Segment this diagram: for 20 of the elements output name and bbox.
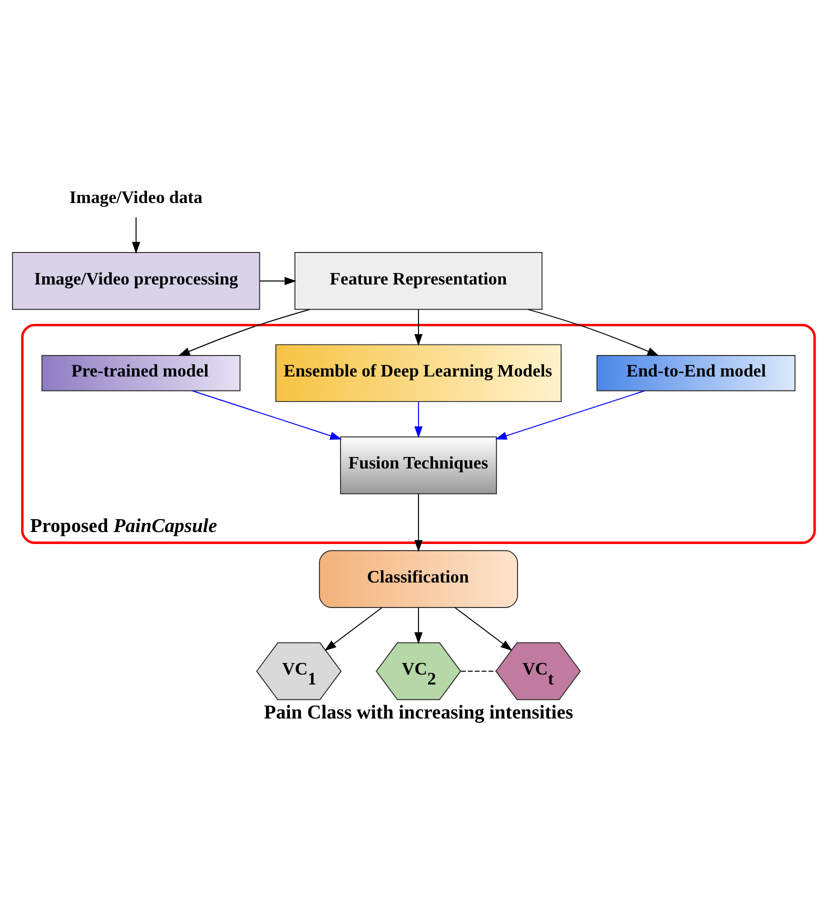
arrow: [132, 216, 140, 254]
node-box: Feature Representation: [294, 252, 543, 310]
node-box: Pre-trained model: [41, 355, 241, 392]
connector: [460, 670, 496, 672]
node-box: Fusion Techniques: [340, 436, 497, 494]
node-box: Ensemble of Deep Learning Models: [275, 344, 562, 402]
arrow: [414, 309, 423, 346]
node-text: Image/Video data: [69, 186, 203, 207]
arrow: [454, 607, 512, 651]
node-box: Classification: [318, 550, 518, 608]
node-box: Image/Video preprocessing: [12, 252, 260, 310]
arrow: [414, 493, 423, 552]
arrow: [259, 276, 296, 286]
arrow: [414, 401, 423, 438]
arrow: [414, 607, 423, 644]
arrow: [324, 607, 382, 651]
caption: Pain Class with increasing intensities: [264, 702, 574, 724]
node-box: End-to-End model: [596, 355, 796, 392]
arrow: [192, 390, 342, 440]
arrow: [495, 390, 645, 440]
